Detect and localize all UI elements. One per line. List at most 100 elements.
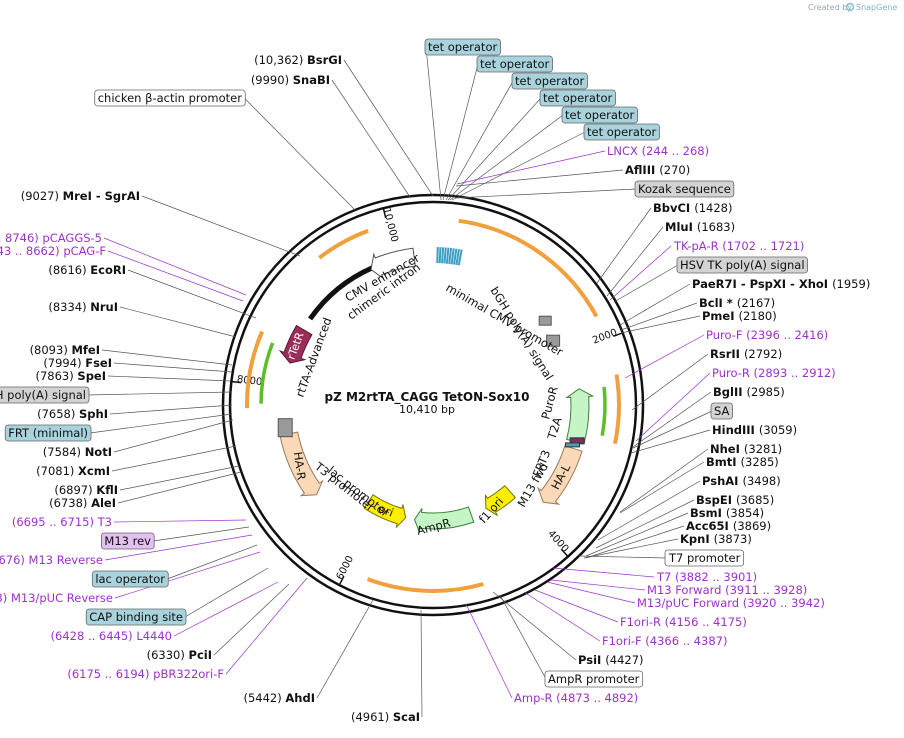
label-text: MluI (1683)	[665, 220, 735, 234]
enzyme-label: (6897) KflI	[54, 483, 118, 497]
enzyme-label: (8334) NruI	[48, 300, 118, 314]
label-pos: (8093)	[30, 343, 72, 357]
leader-line	[442, 63, 479, 201]
leader-line	[620, 302, 698, 331]
leader-line	[173, 581, 279, 637]
label-text: Amp-R (4873 .. 4892)	[514, 691, 638, 705]
primer-label: F1ori-F (4366 .. 4387)	[602, 634, 727, 648]
label-text: tet operator	[515, 74, 584, 88]
label-text: F1ori-F (4366 .. 4387)	[602, 634, 727, 648]
feature-label: tet operator	[476, 55, 553, 73]
label-text: TK-pA-R (1702 .. 1721)	[673, 239, 804, 253]
bgh-polya-box	[538, 315, 552, 326]
enzyme-label: (8093) MfeI	[30, 343, 100, 357]
tick-label: 6000	[335, 554, 357, 582]
leader-line	[445, 80, 514, 201]
label-pos: (7994)	[43, 356, 85, 370]
minimal-cmv-box	[546, 334, 561, 347]
enzyme-label: BglII (2985)	[713, 385, 785, 399]
label-text: (9027) MreI - SgrAI	[21, 189, 140, 203]
label-pos: (3685)	[736, 493, 774, 507]
label-box	[561, 106, 638, 124]
label-enzyme: AhdI	[285, 691, 315, 705]
label-text: Puro-R (2893 .. 2912)	[712, 366, 836, 380]
leader-line	[119, 465, 240, 491]
label-text: (8616) EcoRI	[48, 263, 126, 277]
orf-arc-bottom	[366, 577, 484, 593]
tick-label: 4000	[545, 528, 570, 554]
leader-line	[101, 349, 233, 366]
label-pos: (2985)	[747, 385, 785, 399]
enzyme-label: (10,362) BsrGI	[254, 53, 342, 67]
label-pos: (4961)	[351, 710, 393, 724]
ori-arrow	[363, 494, 407, 528]
ha-r-label: HA-R	[291, 451, 309, 481]
leader-line	[499, 594, 547, 680]
leader-line	[87, 391, 232, 396]
label-text: KpnI (3873)	[680, 532, 752, 546]
plasmid-name: pZ M2rtTA_CAGG TetON-Sox10	[325, 390, 530, 405]
label-enzyme: BglII	[713, 385, 747, 399]
cmv-enhancer-arrow	[370, 247, 416, 280]
enzyme-label: (9990) SnaBI	[251, 73, 330, 87]
label-text: M13 rev	[104, 534, 151, 548]
label-text: BclI * (2167)	[699, 296, 775, 310]
label-enzyme: HindIII	[712, 423, 759, 437]
label-text: T7 (3882 .. 3901)	[656, 570, 757, 584]
f1-ori-arrow	[484, 484, 517, 516]
label-text: (6738) AleI	[49, 496, 116, 510]
leader-line	[109, 404, 233, 415]
tet-operator-mark	[450, 248, 455, 265]
primer-label: Amp-R (4873 .. 4892)	[514, 691, 638, 705]
tet-operator-mark	[457, 249, 463, 266]
tick-line	[382, 208, 387, 219]
label-text: tet operator	[480, 57, 549, 71]
leader-line	[213, 583, 290, 656]
feature-label: T7 promoter	[664, 549, 745, 567]
enzyme-label: (4961) ScaI	[351, 710, 420, 724]
leader-line	[225, 577, 308, 675]
leader-line	[585, 525, 685, 559]
tick-line	[231, 380, 242, 384]
tet-operator-mark	[443, 247, 447, 264]
label-text: (5442) AhdI	[243, 691, 315, 705]
leader-line	[552, 567, 655, 578]
label-enzyme: FseI	[85, 356, 112, 370]
enzyme-label: KpnI (3873)	[680, 532, 752, 546]
tet-operator-mark	[448, 247, 453, 265]
tet-operator-cluster	[436, 247, 463, 266]
label-text: NheI (3281)	[710, 442, 782, 456]
label-pos: (1959)	[832, 277, 870, 291]
feature-label: Kozak sequence	[634, 180, 735, 198]
label-text: PaeR7I - PspXI - XhoI (1959)	[692, 277, 870, 291]
enzyme-label: BsmI (3854)	[690, 506, 764, 520]
label-text: BspEI (3685)	[696, 493, 774, 507]
label-text: PmeI (2180)	[702, 309, 777, 323]
chimeric-intron-arc	[308, 265, 374, 321]
label-pos: (3873)	[714, 532, 752, 546]
label-text: PsiI (4427)	[578, 653, 644, 667]
tick-line	[338, 575, 345, 586]
primer-label: Puro-F (2396 .. 2416)	[706, 328, 828, 342]
label-text: bGH poly(A) signal	[0, 388, 86, 402]
enzyme-label: (5442) AhdI	[243, 691, 315, 705]
plasmid-size: 10,410 bp	[399, 403, 455, 416]
feature-label: AmpR promoter	[544, 670, 644, 688]
label-enzyme: NotI	[85, 445, 112, 459]
leader-line	[550, 579, 646, 591]
enzyme-label: BmtI (3285)	[706, 455, 779, 469]
label-box	[4, 424, 92, 442]
snapgene-brand: SnapGene	[856, 3, 897, 12]
leader-line	[606, 226, 664, 297]
label-pos: (1428)	[694, 201, 732, 215]
label-text: (7081) XcmI	[36, 464, 110, 478]
ampr-arrow	[413, 506, 475, 533]
label-pos: (7081)	[36, 464, 78, 478]
label-box	[424, 38, 501, 56]
label-enzyme: ScaI	[393, 710, 420, 724]
leader-line	[454, 188, 637, 199]
label-text: CAP binding site	[89, 610, 183, 624]
leader-line	[578, 555, 667, 559]
primer-label: (6175 .. 6194) pBR322ori-F	[67, 667, 224, 681]
label-pos: (3059)	[759, 423, 797, 437]
